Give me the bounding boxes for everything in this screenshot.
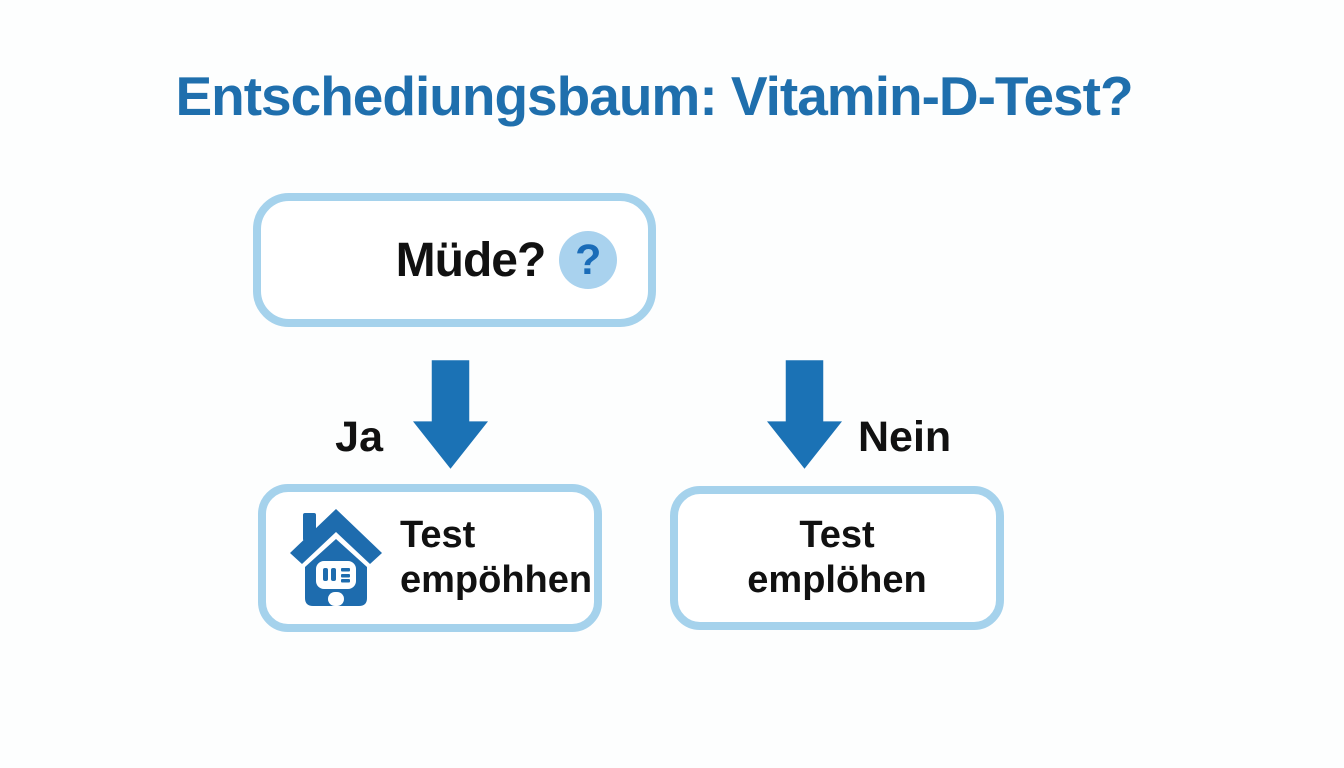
branch-label-nein: Nein: [858, 413, 952, 461]
outcome-yes-line1: Test: [400, 514, 476, 557]
outcome-no-line1: Test: [799, 514, 875, 557]
outcome-text-yes: Test empöhhen: [400, 513, 592, 603]
outcome-no-line2: emplöhen: [747, 559, 927, 601]
diagram-title: Entschediungsbaum: Vitamin-D-Test?: [175, 65, 1133, 127]
decision-node-label: Müde?: [395, 233, 547, 287]
down-arrow-no-icon: [767, 360, 842, 469]
outcome-yes-line2: empöhhen: [400, 559, 593, 601]
outcome-node-yes: Test empöhhen: [258, 484, 602, 632]
outcome-text-no: Test emplöhen: [747, 513, 926, 603]
house-test-kit-icon: [290, 509, 382, 606]
question-mark-icon: ?: [559, 231, 618, 289]
branch-label-ja: Ja: [335, 413, 383, 461]
decision-node-root: Müde? ?: [253, 193, 656, 327]
outcome-node-no: Test emplöhen: [670, 486, 1004, 630]
down-arrow-yes-icon: [413, 360, 488, 469]
